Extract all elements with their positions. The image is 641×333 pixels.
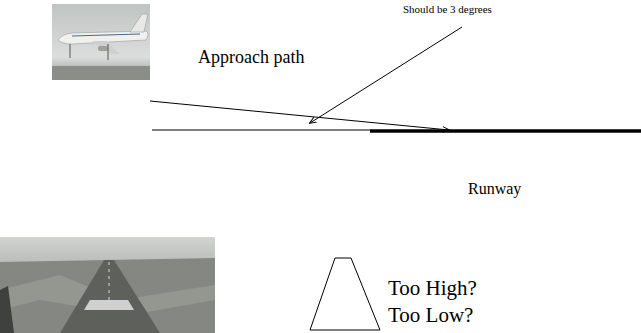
question-text: Too High?: [388, 276, 477, 300]
approach-path-line: [150, 101, 449, 130]
runway-trapezoid: [310, 258, 380, 330]
question-text: Too Low?: [388, 303, 473, 327]
path-label: Approach path: [198, 47, 304, 68]
ground-line: [152, 130, 370, 131]
leader-arrow: [310, 27, 462, 123]
airplane-photo: [52, 4, 150, 80]
runway-photo: [0, 237, 215, 333]
runway-line: [370, 129, 641, 133]
runway-label: Runway: [468, 180, 521, 198]
callout-note: Should be 3 degrees: [403, 3, 492, 16]
